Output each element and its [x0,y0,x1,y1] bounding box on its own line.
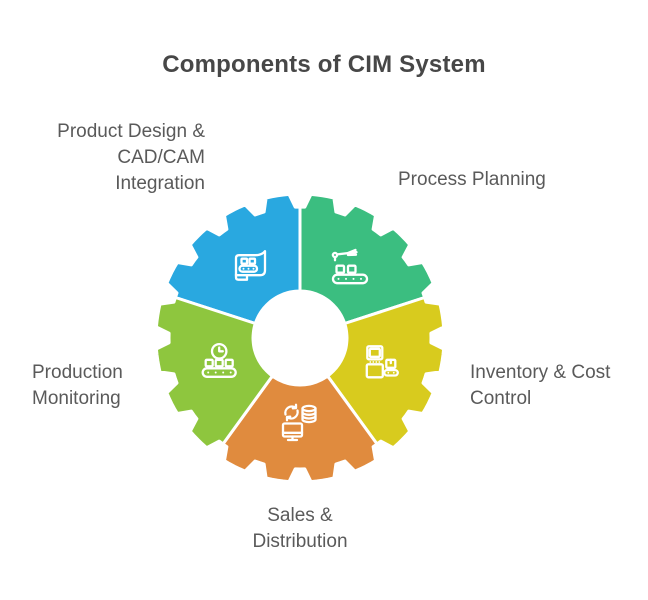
sector-process-planning [298,192,435,325]
label-product-design: Product Design & CAD/CAM Integration [57,121,205,194]
sector-sales-distribution [221,374,379,484]
label-sales-distribution: Sales & Distribution [252,505,348,552]
inventory-machine-icon [365,345,399,379]
data-sync-monitor-icon [281,403,317,442]
blueprint-conveyor-icon [234,250,267,281]
sector-production-monitoring [154,296,274,450]
robotic-arm-conveyor-icon [331,248,369,285]
label-production-monitoring: Production Monitoring [32,362,123,409]
sector-inventory-cost-control [326,296,446,450]
diagram-title: Components of CIM System [162,51,486,78]
clock-conveyor-icon [201,342,237,378]
label-inventory-cost-control: Inventory & Cost Control [470,362,611,409]
sector-product-design [165,192,302,325]
label-process-planning: Process Planning [398,169,546,190]
